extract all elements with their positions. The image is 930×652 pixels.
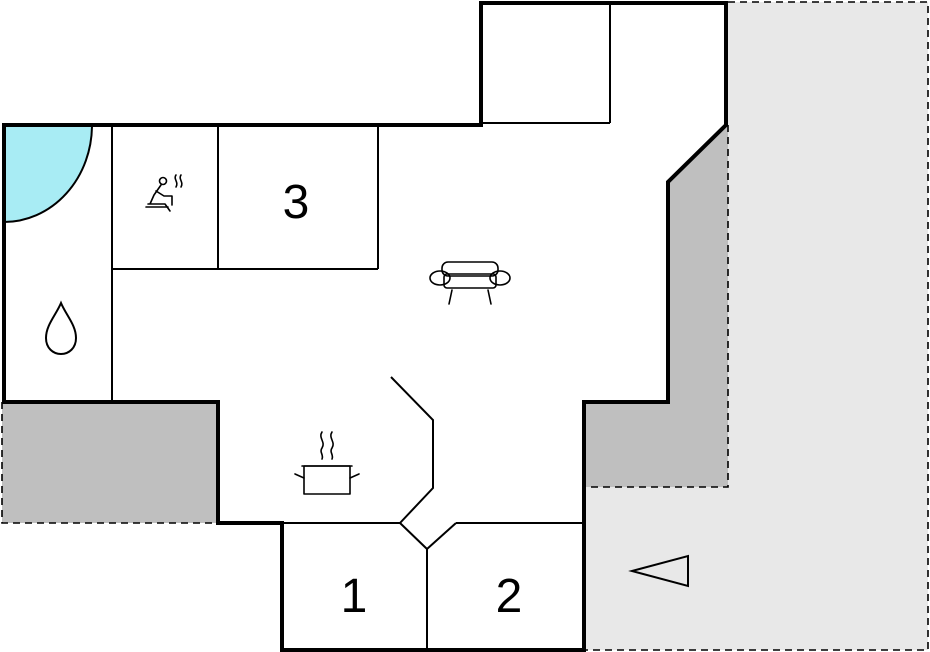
room-label-3: 3 [283,176,310,229]
room-label-1: 1 [341,570,368,623]
shower-arc [3,124,93,223]
terrace-dark-right [584,125,728,487]
partitions [111,3,611,650]
terrace-dark-left [2,402,218,523]
sauna-icon [145,174,183,212]
terrace-outline [584,1,929,651]
shower-area [4,125,92,222]
terrace-left-outline [1,402,218,524]
outer-wall [2,1,728,652]
sofa-icon [429,261,511,305]
room-label-2: 2 [496,570,523,623]
direction-arrow-icon [628,554,689,588]
cooking-pot-icon [294,431,360,495]
terrace-light [584,2,928,650]
water-drop-icon [44,300,78,356]
terrace-inner-outline [584,125,729,488]
